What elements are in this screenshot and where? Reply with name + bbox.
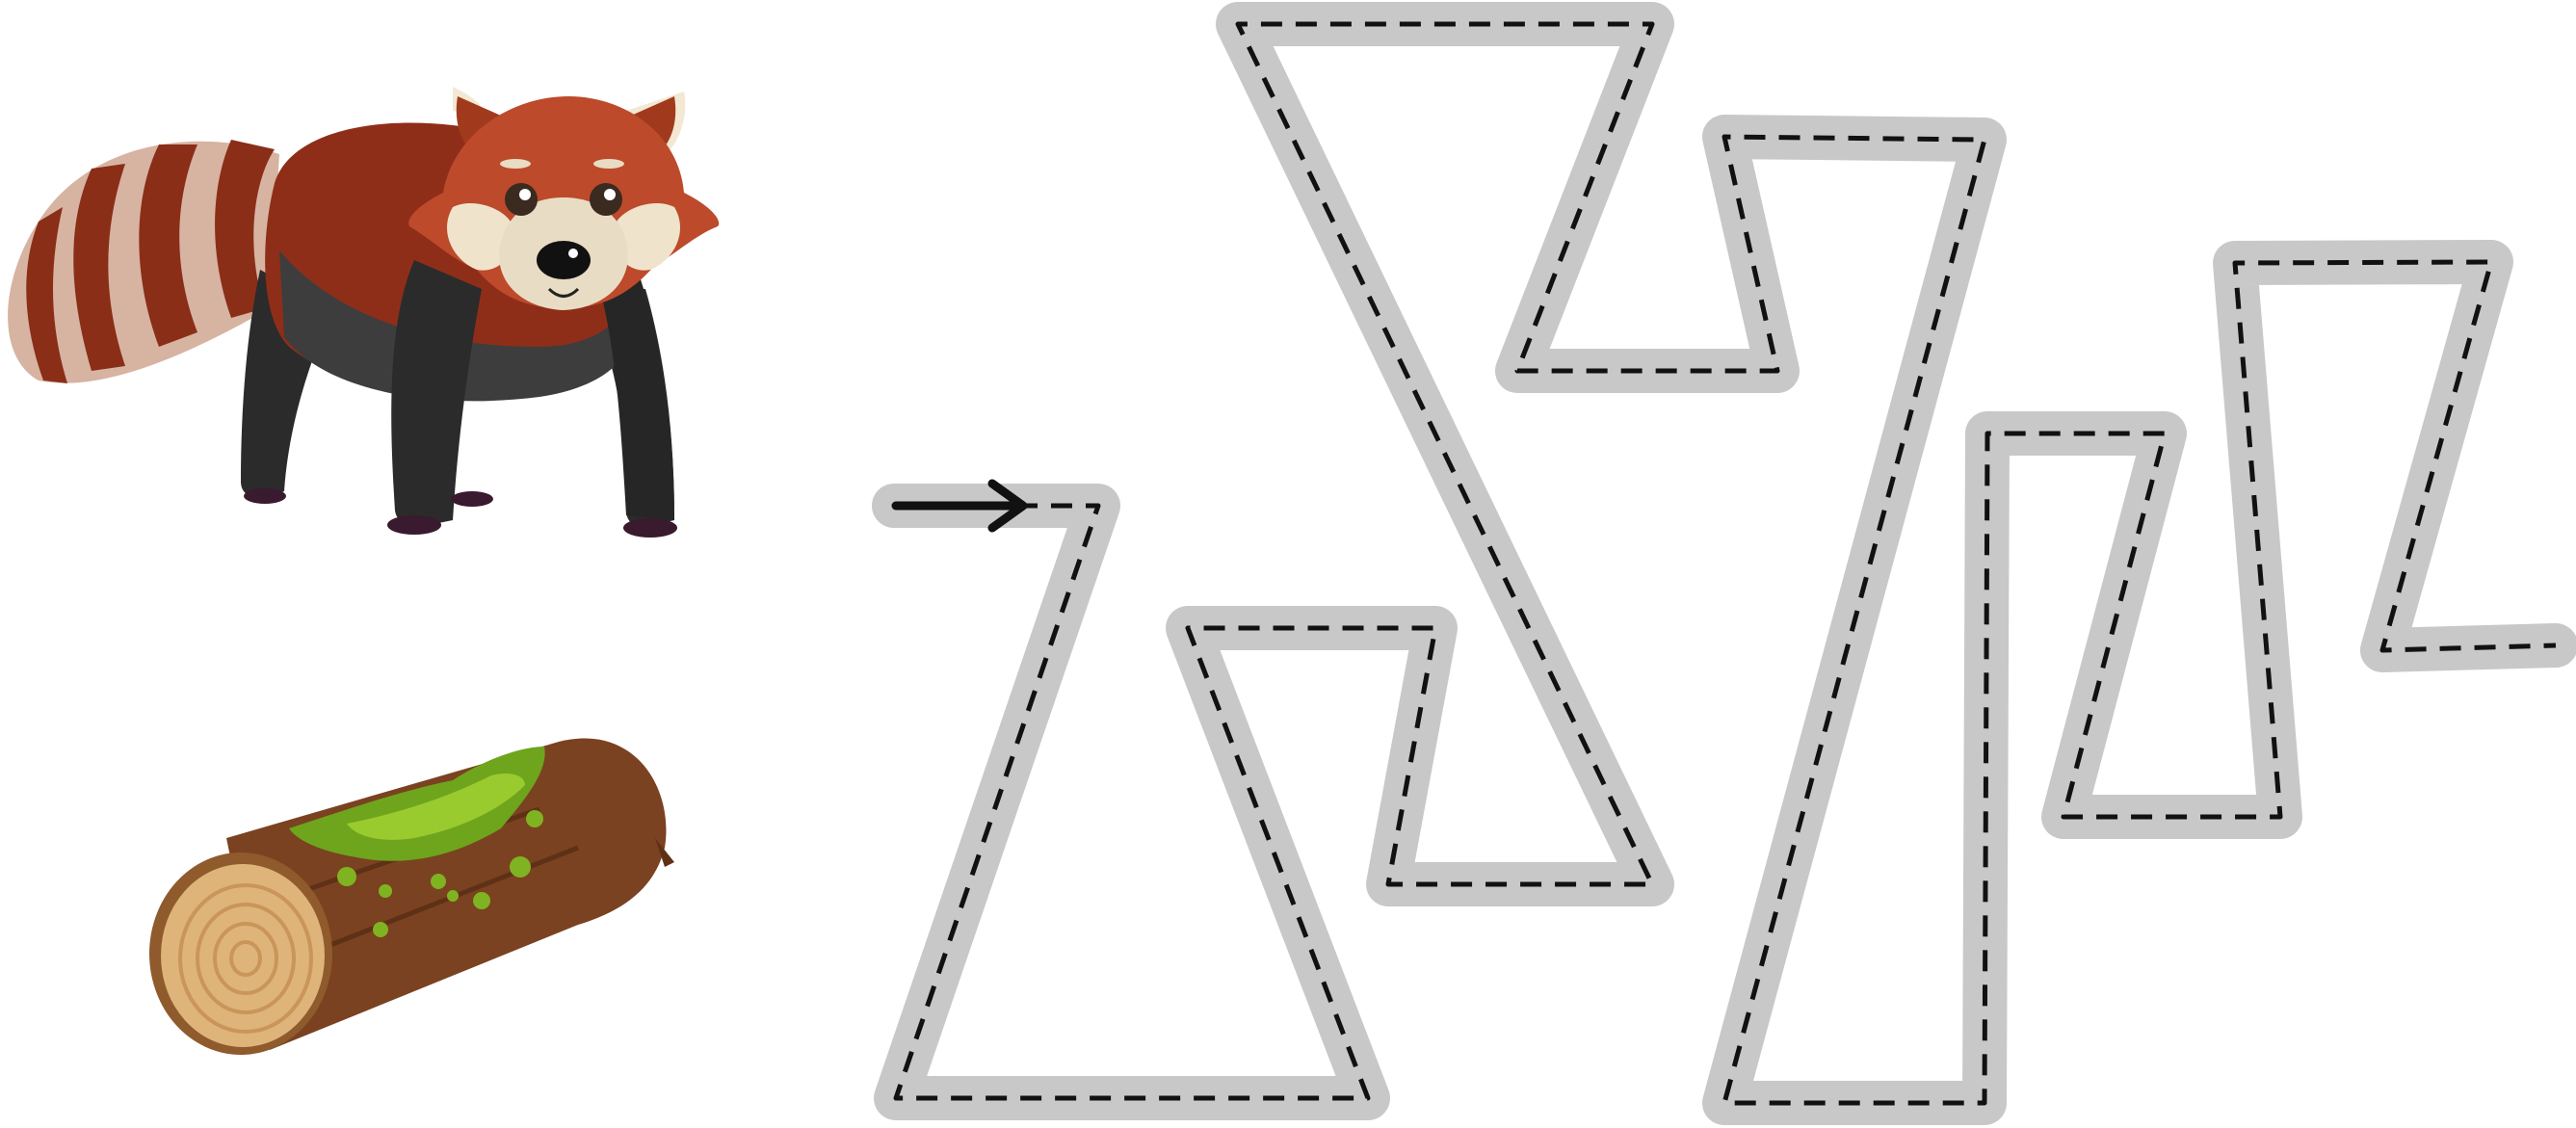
panda-front-leg-2: [597, 279, 674, 520]
log-rings: [178, 883, 313, 1034]
tracing-path[interactable]: [872, 2, 2576, 1125]
panda-claws: [244, 488, 677, 538]
panda-head: [408, 87, 720, 310]
panda-front-leg: [391, 260, 482, 527]
panda-belly: [279, 250, 638, 402]
red-panda-illustration: [8, 87, 720, 538]
tracing-path-band: [872, 2, 2576, 1125]
log-moss: [289, 747, 545, 937]
log-with-moss-illustration: [149, 738, 674, 1055]
panda-tail: [8, 140, 279, 383]
arrow-right-icon: [891, 479, 1028, 533]
tracing-path-dashes: [893, 21, 2557, 1106]
